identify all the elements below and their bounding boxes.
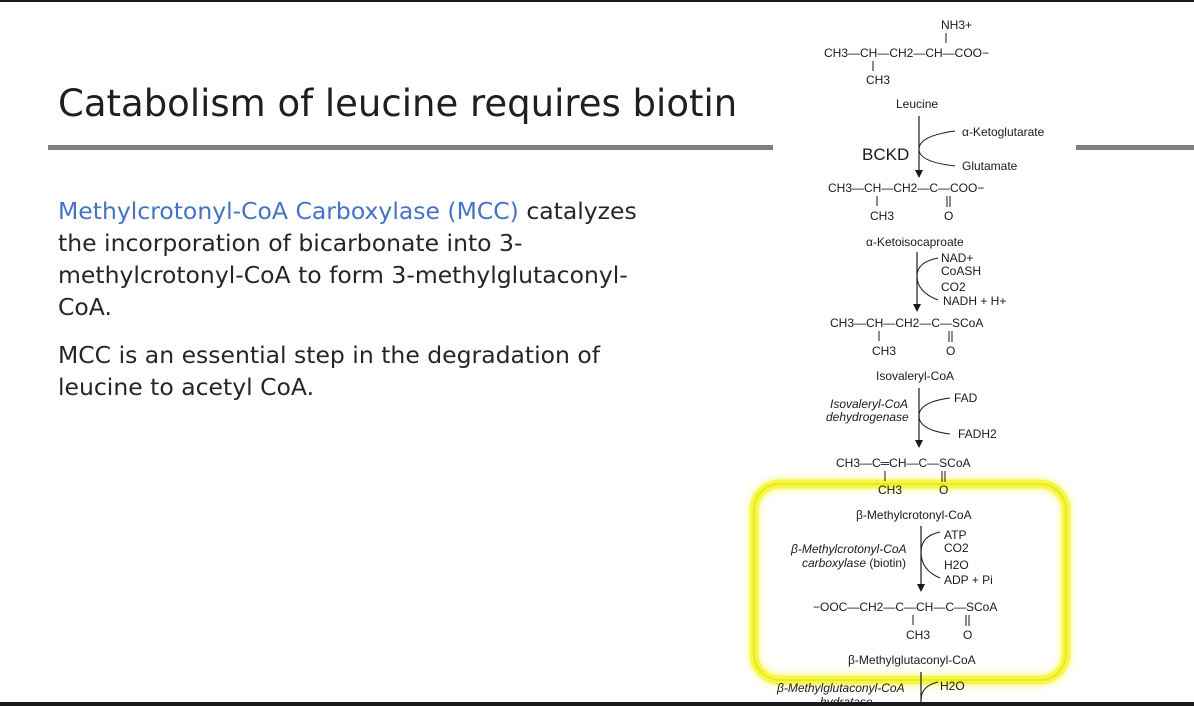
p1-line4: CoA. bbox=[58, 293, 112, 321]
step3-side-curve bbox=[918, 397, 951, 435]
step4-input2: CO2 bbox=[944, 541, 969, 555]
mcc-highlight-text: Methylcrotonyl-CoA Carboxylase (MCC) bbox=[58, 197, 519, 225]
p2-line2: leucine to acetyl CoA. bbox=[58, 373, 315, 401]
step1-enzyme: BCKD bbox=[862, 145, 909, 164]
step2-input2: CoASH bbox=[941, 264, 981, 278]
step5-enzyme-line2: hydratase bbox=[820, 695, 873, 706]
top-border bbox=[0, 0, 1194, 2]
methylcrotonyl-oxygen: O bbox=[939, 483, 948, 497]
leucine-nh3: NH3+ bbox=[941, 18, 972, 32]
methylcrotonyl-label: β-Methylcrotonyl-CoA bbox=[856, 508, 972, 522]
methylglutaconyl-oxygen: O bbox=[963, 628, 972, 642]
step4-output1: H2O bbox=[944, 558, 969, 572]
step3-arrowhead-icon bbox=[915, 440, 923, 448]
step4-arrowhead-icon bbox=[917, 584, 925, 592]
kic-label: α-Ketoisocaproate bbox=[866, 235, 964, 249]
kic-branch: CH3 bbox=[870, 209, 894, 223]
step2-input1: NAD+ bbox=[941, 251, 973, 265]
isovaleryl-branch: CH3 bbox=[872, 344, 896, 358]
step1-output: Glutamate bbox=[962, 159, 1018, 173]
leucine-branch: CH3 bbox=[866, 73, 890, 87]
slide-title: Catabolism of leucine requires biotin bbox=[58, 82, 738, 125]
isovaleryl-label: Isovaleryl-CoA bbox=[876, 369, 954, 383]
step3-enzyme-line1: Isovaleryl-CoA bbox=[830, 397, 908, 411]
step4-input1: ATP bbox=[944, 528, 966, 542]
step2-output1: CO2 bbox=[941, 280, 966, 294]
p1-line2: the incorporation of bicarbonate into 3- bbox=[58, 229, 523, 257]
step4-output2: ADP + Pi bbox=[944, 573, 993, 587]
step3-input: FAD bbox=[954, 391, 978, 405]
leucine-label: Leucine bbox=[896, 97, 938, 111]
bottom-border bbox=[0, 702, 1194, 706]
step1-input: α-Ketoglutarate bbox=[962, 125, 1045, 139]
step4-enzyme-line1: β-Methylcrotonyl-CoA bbox=[790, 542, 907, 556]
paragraph-mcc: Methylcrotonyl-CoA Carboxylase (MCC) cat… bbox=[58, 195, 698, 323]
slide-body: Methylcrotonyl-CoA Carboxylase (MCC) cat… bbox=[58, 195, 698, 419]
kic-oxygen: O bbox=[944, 209, 953, 223]
step4-side-curve bbox=[920, 531, 941, 579]
step4-enzyme-line2a: carboxylase bbox=[802, 556, 866, 570]
p2-line1: MCC is an essential step in the degradat… bbox=[58, 341, 601, 369]
step2-side-curve bbox=[916, 257, 939, 301]
step3-enzyme-line2: dehydrogenase bbox=[826, 410, 909, 424]
methylglutaconyl-chain: −OOC—CH2—C—CH—C—SCoA bbox=[813, 600, 997, 614]
step1-side-curve bbox=[918, 130, 956, 167]
methylglutaconyl-branch: CH3 bbox=[906, 628, 930, 642]
step4-enzyme-line2: carboxylase (biotin) bbox=[802, 556, 906, 570]
step2-output2: NADH + H+ bbox=[943, 294, 1006, 308]
title-rule-right bbox=[1076, 145, 1194, 150]
kic-chain: CH3—CH—CH2—C—COO− bbox=[828, 181, 984, 195]
leucine-chain: CH3—CH—CH2—CH—COO− bbox=[824, 46, 989, 60]
step1-arrowhead-icon bbox=[915, 170, 923, 178]
methylcrotonyl-chain: CH3—C═CH—C—SCoA bbox=[836, 456, 971, 470]
isovaleryl-chain: CH3—CH—CH2—C—SCoA bbox=[830, 316, 983, 330]
step4-enzyme-line2b: (biotin) bbox=[866, 556, 906, 570]
paragraph-degradation: MCC is an essential step in the degradat… bbox=[58, 339, 698, 403]
step3-output: FADH2 bbox=[958, 427, 997, 441]
step5-enzyme-line1: β-Methylglutaconyl-CoA bbox=[776, 681, 905, 695]
title-rule-left bbox=[48, 145, 773, 150]
methylglutaconyl-label: β-Methylglutaconyl-CoA bbox=[848, 653, 976, 667]
step5-side-curve bbox=[920, 681, 939, 701]
isovaleryl-oxygen: O bbox=[946, 344, 955, 358]
step5-input: H2O bbox=[940, 679, 965, 693]
mcc-highlight-box-inner bbox=[753, 483, 1067, 681]
p1-line3: methylcrotonyl-CoA to form 3-methylgluta… bbox=[58, 261, 628, 289]
p1-line1-rest: catalyzes bbox=[518, 197, 637, 225]
step2-arrowhead-icon bbox=[913, 304, 921, 312]
methylcrotonyl-branch: CH3 bbox=[878, 483, 902, 497]
